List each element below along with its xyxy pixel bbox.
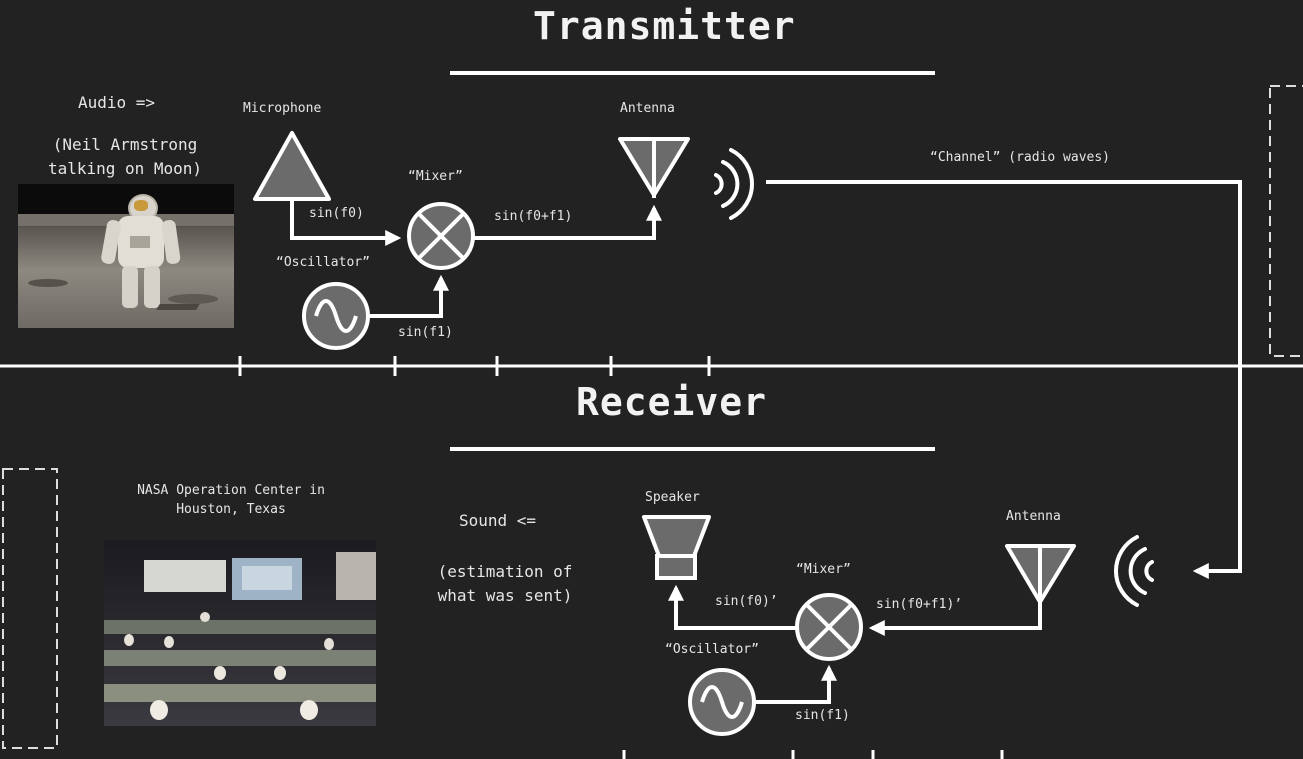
- tx-oscillator-label: “Oscillator”: [276, 255, 370, 270]
- channel-label: “Channel” (radio waves): [930, 150, 1111, 165]
- speaker-icon: [642, 515, 711, 580]
- sound-label: Sound <=: [459, 511, 537, 530]
- rx-signal-out: sin(f0)’: [715, 594, 778, 609]
- nasa-control-room-photo: [104, 540, 376, 726]
- divider-ticks: [238, 356, 711, 376]
- rx-signal-in: sin(f0+f1)’: [876, 597, 963, 612]
- transmitter-title: Transmitter: [533, 4, 796, 48]
- speaker-label: Speaker: [645, 490, 700, 505]
- tx-radio-waves-icon: [714, 148, 754, 220]
- rx-antenna-icon: [1005, 544, 1076, 605]
- tx-mixer-to-antenna-wire: [473, 204, 662, 240]
- microphone-icon: [253, 131, 331, 201]
- dashed-box-left: [2, 468, 58, 749]
- dashed-box-right: [1269, 85, 1303, 357]
- nasa-caption: NASA Operation Center in Houston, Texas: [90, 481, 372, 519]
- rx-antenna-to-mixer-wire: [868, 605, 1042, 636]
- rx-radio-waves-icon: [1114, 535, 1154, 607]
- tx-mixer-label: “Mixer”: [408, 169, 463, 184]
- tx-antenna-icon: [618, 137, 690, 198]
- nasa-caption-line1: NASA Operation Center in: [137, 483, 325, 498]
- audio-caption: (Neil Armstrong talking on Moon): [20, 133, 230, 181]
- rx-oscillator-label: “Oscillator”: [665, 642, 759, 657]
- tx-mixer-icon: [407, 202, 475, 270]
- sound-caption: (estimation of what was sent): [415, 560, 595, 608]
- rx-oscillator-icon: [688, 668, 756, 736]
- mic-to-mixer-wire: [290, 199, 402, 246]
- tx-oscillator-icon: [302, 282, 370, 350]
- rx-mixer-label: “Mixer”: [796, 562, 851, 577]
- nasa-caption-line2: Houston, Texas: [176, 502, 286, 517]
- sound-caption-line2: what was sent): [437, 586, 573, 605]
- microphone-label: Microphone: [243, 101, 322, 116]
- channel-wire: [766, 180, 1242, 579]
- tx-signal-mixed: sin(f0+f1): [494, 209, 573, 224]
- audio-label: Audio =>: [78, 93, 156, 112]
- tx-osc-to-mixer-wire: [368, 274, 449, 318]
- audio-caption-line2: talking on Moon): [47, 159, 203, 178]
- bottom-ticks: [622, 750, 1004, 759]
- tx-signal-audio: sin(f0): [309, 206, 364, 221]
- rx-antenna-label: Antenna: [1006, 509, 1061, 524]
- moon-astronaut-photo: [18, 184, 234, 328]
- audio-caption-line1: (Neil Armstrong: [52, 135, 198, 154]
- rx-signal-osc: sin(f1): [795, 708, 850, 723]
- tx-signal-osc: sin(f1): [398, 325, 453, 340]
- rx-mixer-to-speaker-wire: [668, 584, 797, 630]
- tx-antenna-label: Antenna: [620, 101, 675, 116]
- rx-mixer-icon: [795, 593, 863, 661]
- receiver-title: Receiver: [576, 380, 768, 424]
- sound-caption-line1: (estimation of: [437, 562, 573, 581]
- rx-osc-to-mixer-wire: [754, 664, 837, 704]
